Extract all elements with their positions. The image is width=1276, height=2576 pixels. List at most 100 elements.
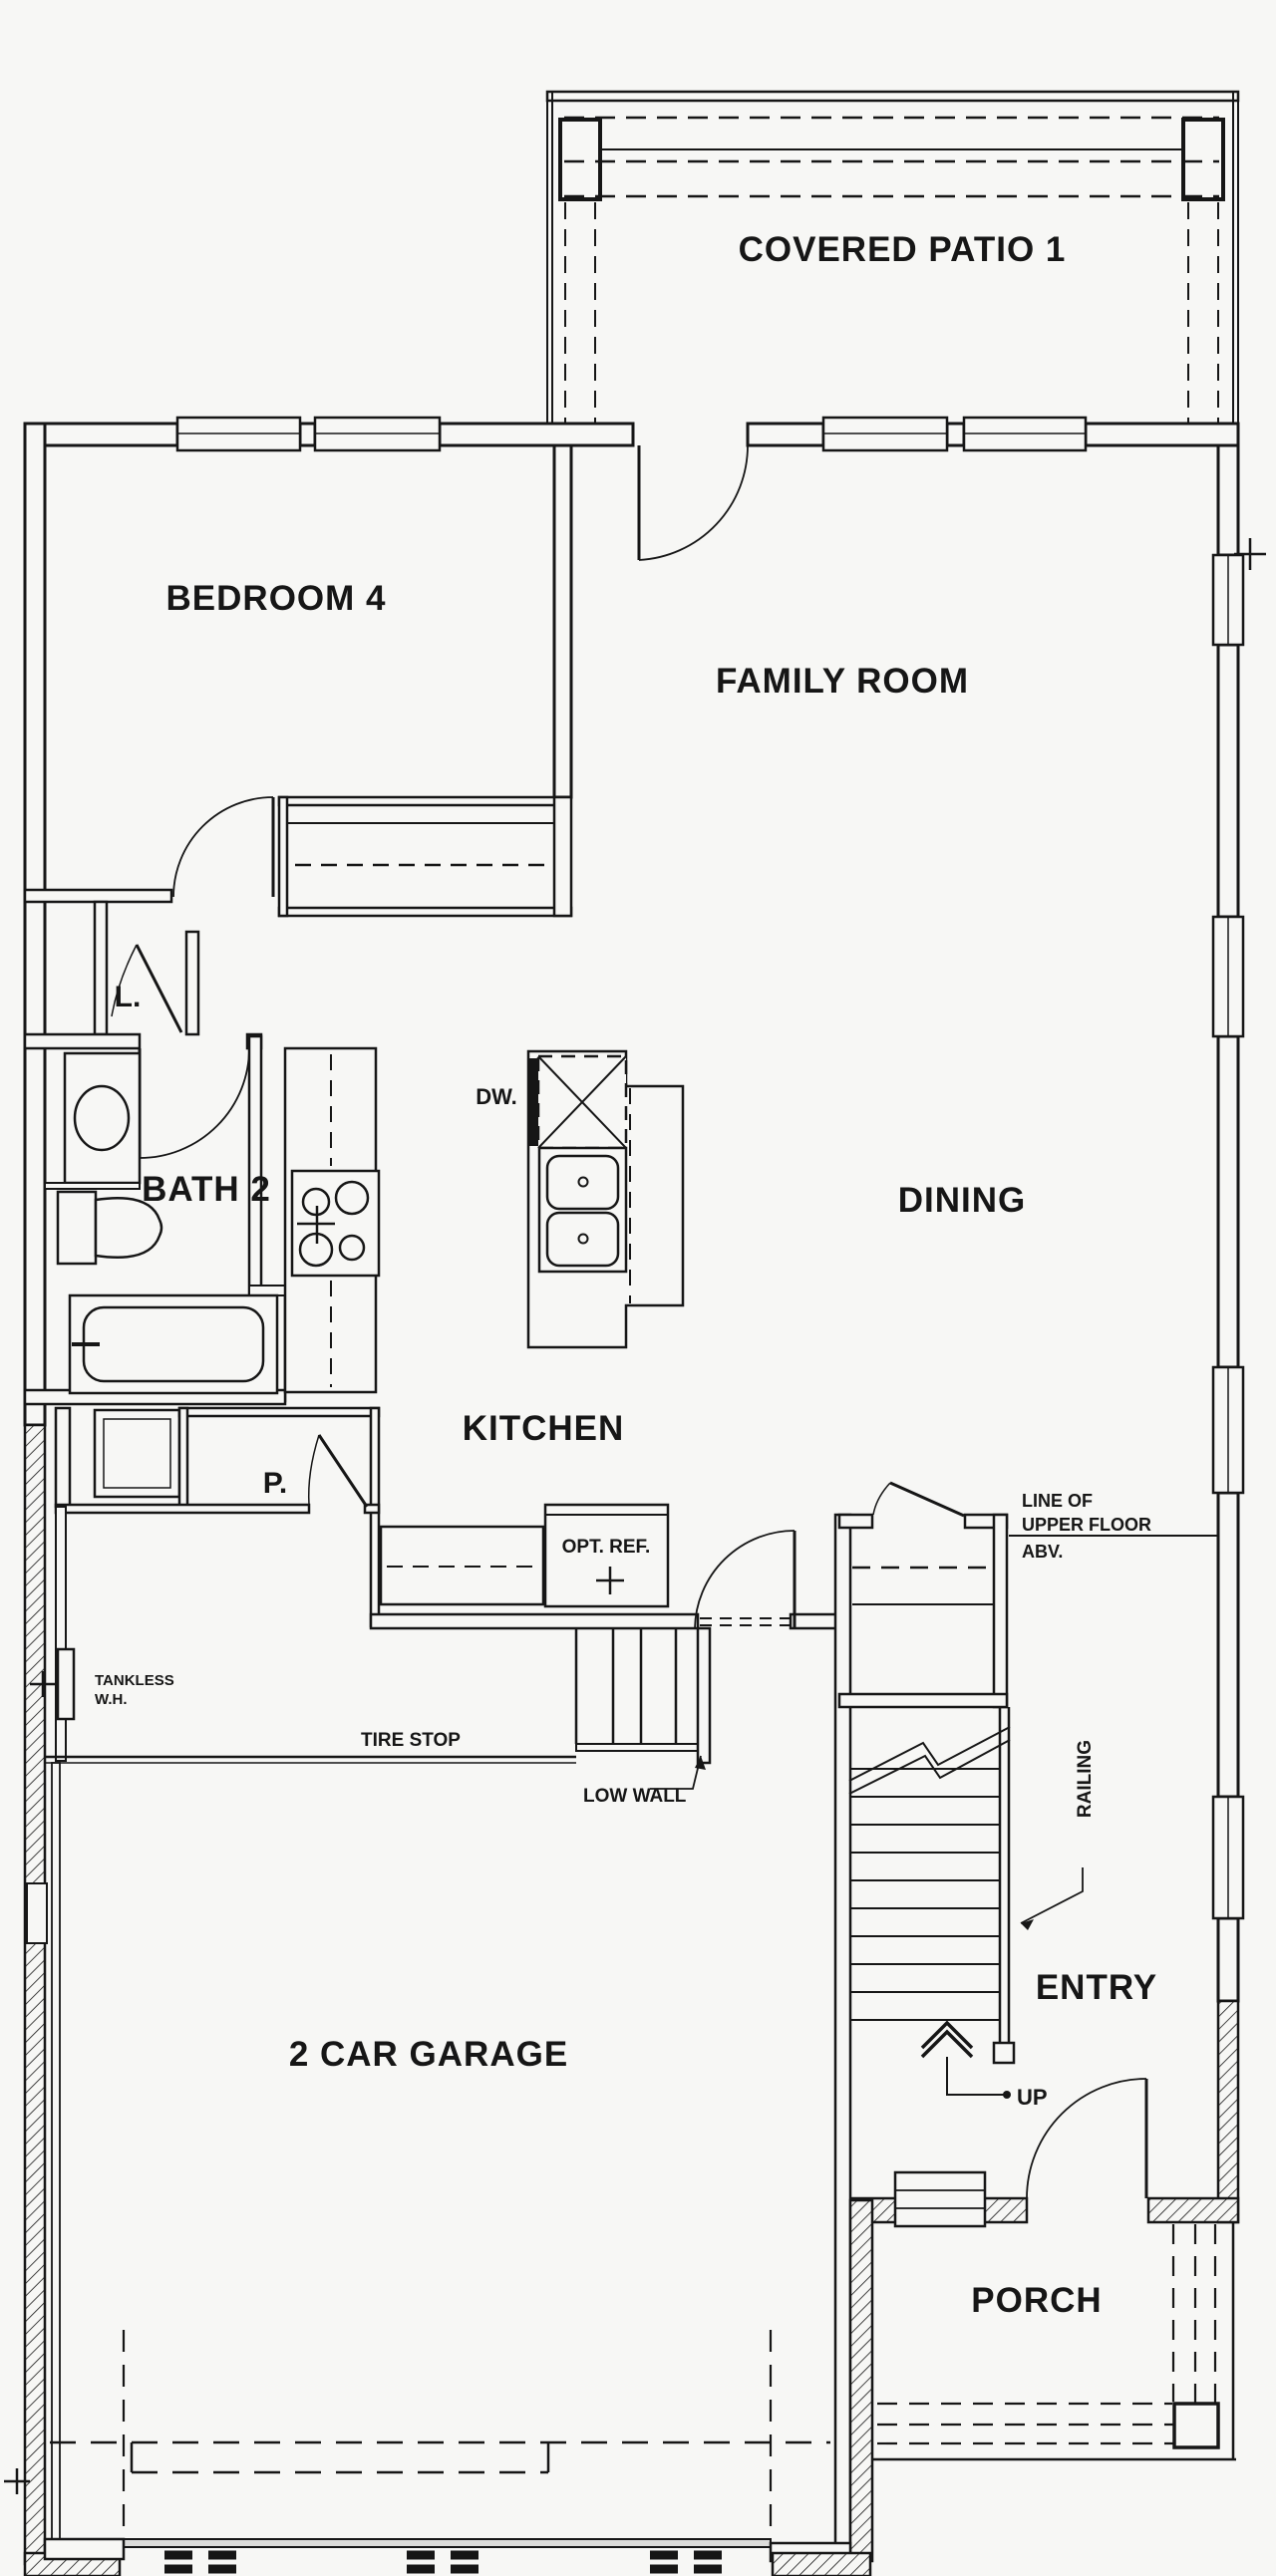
wall-top-5 bbox=[945, 422, 966, 447]
toilet-tank bbox=[56, 1190, 98, 1266]
front-door-swing bbox=[1026, 2078, 1147, 2199]
patio-top-edge bbox=[545, 90, 1240, 103]
up-arrow bbox=[920, 2020, 1011, 2099]
broom-closet bbox=[93, 1408, 181, 1499]
closet-wall-top bbox=[277, 795, 565, 807]
kitchen-island bbox=[526, 1049, 685, 1349]
garage-steps bbox=[45, 1626, 712, 1790]
railing-leader bbox=[1020, 1867, 1084, 1924]
sink-drain-1 bbox=[577, 1176, 589, 1188]
bedroom4-walls bbox=[23, 443, 573, 918]
sink-drain-2 bbox=[577, 1233, 589, 1245]
tankless-unit bbox=[56, 1647, 76, 1721]
wall-bedroom-family bbox=[552, 443, 573, 799]
window-bedroom-1 bbox=[175, 416, 302, 452]
bedroom-closet bbox=[277, 795, 573, 918]
label-upper-floor-1: LINE OF bbox=[1022, 1491, 1093, 1511]
label-porch: PORCH bbox=[971, 2281, 1102, 2320]
closet-wall-bottom bbox=[277, 906, 573, 918]
wall-left bbox=[23, 422, 47, 1427]
wall-top-3 bbox=[438, 422, 635, 447]
wall-right-2 bbox=[1216, 643, 1240, 919]
wall-left-garage-hatched bbox=[23, 1423, 47, 2566]
label-tankless-2: W.H. bbox=[95, 1691, 128, 1708]
kitchen-counter-west bbox=[283, 1046, 381, 1394]
pantry-wall-south-1 bbox=[54, 1503, 311, 1515]
pantry-wall-left bbox=[177, 1406, 189, 1509]
pantry-wall-right bbox=[369, 1406, 381, 1628]
dishwasher-x2 bbox=[537, 1055, 627, 1149]
garage-door-panels bbox=[164, 2550, 733, 2574]
window-entry-right bbox=[1211, 1795, 1245, 1920]
dishwasher-tab bbox=[529, 1058, 538, 1146]
bath-door-swing bbox=[139, 1047, 250, 1159]
pantry-hall bbox=[54, 1406, 381, 1762]
bath2 bbox=[23, 1032, 287, 1406]
label-opt-ref: OPT. REF. bbox=[562, 1537, 651, 1558]
stair-break-line bbox=[848, 1726, 1011, 1795]
label-pantry: P. bbox=[263, 1467, 287, 1500]
wall-hall-south bbox=[369, 1612, 700, 1630]
patio-door bbox=[637, 444, 749, 561]
window-dining-right-1 bbox=[1211, 915, 1245, 1038]
garage bbox=[4, 1762, 872, 2576]
garage-left-wall-panel bbox=[26, 1882, 48, 1944]
exterior-walls bbox=[23, 422, 1266, 2576]
wall-right-5 bbox=[1216, 1916, 1240, 2003]
wall-right-3 bbox=[1216, 1034, 1240, 1369]
linen-wall-left bbox=[93, 900, 109, 1036]
wall-bedroom-bottom bbox=[23, 888, 173, 904]
wall-top-6 bbox=[1084, 422, 1240, 447]
railing-arrow bbox=[1021, 1919, 1034, 1930]
dishwasher bbox=[529, 1054, 628, 1150]
garage-door-sill bbox=[123, 2538, 772, 2548]
tub-inner bbox=[82, 1305, 265, 1383]
linen-door-swing bbox=[111, 944, 138, 1017]
porch-post bbox=[1172, 2402, 1220, 2449]
garage-bottom-wall-left bbox=[43, 2537, 126, 2561]
wall-garage-stair bbox=[833, 1513, 852, 2563]
garage-wall-inner-left bbox=[51, 1762, 61, 2540]
label-tankless-1: TANKLESS bbox=[95, 1672, 174, 1689]
label-low-wall: LOW WALL bbox=[583, 1786, 687, 1807]
opt-ref-box bbox=[543, 1503, 670, 1608]
under-stair-door-swing bbox=[872, 1482, 891, 1516]
linen-closet bbox=[93, 900, 200, 1036]
label-kitchen: KITCHEN bbox=[463, 1409, 625, 1448]
bath-wall-top-left bbox=[23, 1032, 142, 1050]
porch-front bbox=[848, 2078, 1240, 2563]
window-family-top-1 bbox=[821, 416, 949, 452]
bath-vanity-divider bbox=[44, 1182, 141, 1190]
hall-wall-stub bbox=[54, 1406, 72, 1509]
low-wall bbox=[696, 1626, 712, 1765]
steps-landing-edge bbox=[575, 1743, 711, 1752]
pantry-door-leaf bbox=[317, 1434, 369, 1508]
porch-wall-left-hatched bbox=[848, 2198, 874, 2563]
window-dining-right-2 bbox=[1211, 1365, 1245, 1495]
bath-sink bbox=[73, 1084, 131, 1152]
closet-wall-right bbox=[552, 795, 573, 918]
low-wall-arrow bbox=[695, 1756, 706, 1770]
window-family-top-2 bbox=[962, 416, 1088, 452]
label-bedroom4: BEDROOM 4 bbox=[166, 579, 387, 618]
label-garage: 2 CAR GARAGE bbox=[289, 2035, 568, 2074]
toilet-bowl bbox=[94, 1196, 163, 1260]
wall-right-porch-hatched bbox=[1216, 1999, 1240, 2224]
hall-wall-left-lower bbox=[55, 1506, 67, 1762]
window-bedroom-2 bbox=[313, 416, 442, 452]
bath-wall-right bbox=[247, 1034, 263, 1299]
wall-top-4 bbox=[746, 422, 825, 447]
label-covered-patio: COVERED PATIO 1 bbox=[739, 230, 1067, 269]
pantry-wall-top bbox=[177, 1406, 381, 1418]
label-tire-stop: TIRE STOP bbox=[361, 1730, 461, 1751]
covered-patio bbox=[545, 90, 1240, 429]
label-entry: ENTRY bbox=[1036, 1968, 1157, 2007]
porch-roof-dashed bbox=[877, 2224, 1217, 2445]
label-upper-floor-2: UPPER FLOOR bbox=[1022, 1515, 1151, 1535]
label-upper-floor-3: ABV. bbox=[1022, 1542, 1063, 1562]
patio-post-right bbox=[1181, 118, 1225, 201]
label-family-room: FAMILY ROOM bbox=[716, 662, 969, 701]
label-dining: DINING bbox=[898, 1181, 1027, 1220]
